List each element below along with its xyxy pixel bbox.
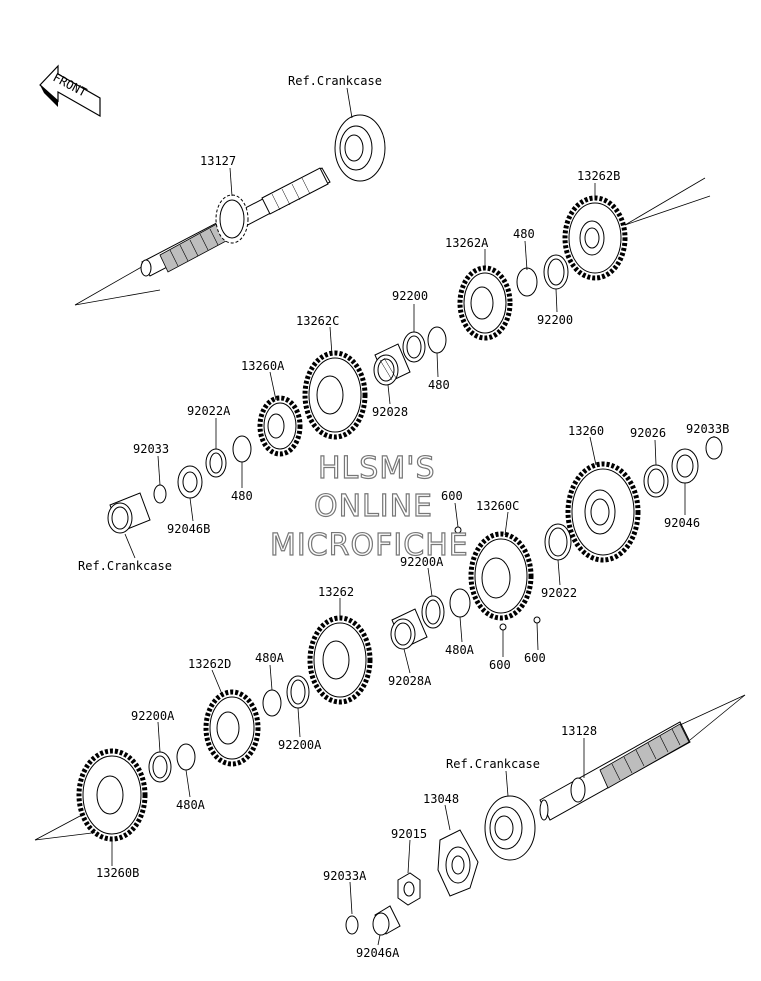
- label-480A-c[interactable]: 480A: [176, 798, 206, 812]
- label-92046B[interactable]: 92046B: [167, 522, 210, 536]
- gear-13260A: [257, 395, 303, 457]
- bearing-ref-crankcase-low: [484, 795, 536, 861]
- label-600-c[interactable]: 600: [524, 651, 546, 665]
- label-92015[interactable]: 92015: [391, 827, 427, 841]
- label-92033[interactable]: 92033: [133, 442, 169, 456]
- label-480-c[interactable]: 480: [231, 489, 253, 503]
- sprocket-13048: [437, 829, 479, 897]
- label-92033B[interactable]: 92033B: [686, 422, 729, 436]
- label-13260A[interactable]: 13260A: [241, 359, 285, 373]
- ball-600-c: [533, 616, 541, 624]
- label-92022A[interactable]: 92022A: [187, 404, 231, 418]
- gear-13262A: [457, 265, 513, 341]
- label-92200A-low[interactable]: 92200A: [278, 738, 322, 752]
- gear-13260B: [76, 748, 148, 842]
- watermark-line-3: MICROFICHE: [270, 528, 469, 563]
- watermark-line-1: HLSM'S: [318, 451, 436, 486]
- circlip-480A-a: [449, 588, 471, 618]
- washer-92200-right: [543, 254, 569, 290]
- washer-92200A-mid: [421, 595, 445, 629]
- watermark: HLSM'S ONLINE MICROFICHE: [269, 450, 469, 563]
- label-92200-right[interactable]: 92200: [537, 313, 573, 327]
- label-13260C[interactable]: 13260C: [476, 499, 519, 513]
- label-13262D[interactable]: 13262D: [188, 657, 231, 671]
- circlip-480-b: [427, 326, 447, 354]
- label-480A-a[interactable]: 480A: [445, 643, 475, 657]
- label-92200A-left[interactable]: 92200A: [131, 709, 175, 723]
- bearing-92028: [373, 343, 411, 386]
- bearing-ref-crankcase-mid: [107, 492, 151, 534]
- part-labels: Ref.Crankcase 13127 13262B 480 13262A 92…: [78, 74, 729, 960]
- label-92046[interactable]: 92046: [664, 516, 700, 530]
- bearing-92046A: [372, 905, 401, 936]
- circlip-92033A: [345, 915, 359, 935]
- shaft-13127: [74, 167, 331, 306]
- washer-92022A: [205, 448, 227, 478]
- label-92022[interactable]: 92022: [541, 586, 577, 600]
- label-13262C[interactable]: 13262C: [296, 314, 339, 328]
- gear-13260C: [468, 531, 534, 621]
- bearing-92046B: [177, 465, 203, 499]
- label-13128[interactable]: 13128: [561, 724, 597, 738]
- washer-92026: [643, 464, 669, 498]
- label-13262[interactable]: 13262: [318, 585, 354, 599]
- watermark-line-2: ONLINE: [314, 489, 433, 524]
- gear-13262D: [203, 689, 261, 767]
- washer-92200A-low: [286, 675, 310, 709]
- circlip-480-a: [516, 267, 538, 297]
- label-ref-crankcase-low[interactable]: Ref.Crankcase: [446, 757, 540, 771]
- nut-92015: [397, 872, 421, 906]
- label-600-a[interactable]: 600: [441, 489, 463, 503]
- label-600-b[interactable]: 600: [489, 658, 511, 672]
- label-13262B[interactable]: 13262B: [577, 169, 620, 183]
- label-480A-b[interactable]: 480A: [255, 651, 285, 665]
- label-480-a[interactable]: 480: [513, 227, 535, 241]
- label-92046A[interactable]: 92046A: [356, 946, 400, 960]
- leader-lines: [111, 87, 715, 946]
- gear-13262B: [562, 195, 628, 281]
- circlip-480-c: [232, 435, 252, 463]
- gear-13262: [307, 615, 373, 705]
- label-92200-top[interactable]: 92200: [392, 289, 428, 303]
- front-arrow-icon: FRONT: [39, 64, 101, 118]
- bearing-92046: [671, 448, 699, 484]
- bearing-ref-crankcase-top: [334, 114, 386, 182]
- circlip-480A-c: [176, 743, 196, 771]
- washer-92200A-left: [148, 751, 172, 783]
- washer-92022: [544, 523, 572, 561]
- shaft-13128: [539, 694, 746, 821]
- label-13048[interactable]: 13048: [423, 792, 459, 806]
- label-ref-crankcase-top[interactable]: Ref.Crankcase: [288, 74, 382, 88]
- bearing-92028A: [390, 608, 428, 650]
- label-13127[interactable]: 13127: [200, 154, 236, 168]
- label-13260[interactable]: 13260: [568, 424, 604, 438]
- label-92033A[interactable]: 92033A: [323, 869, 367, 883]
- circlip-92033: [153, 484, 167, 504]
- label-480-b[interactable]: 480: [428, 378, 450, 392]
- label-92026[interactable]: 92026: [630, 426, 666, 440]
- label-13262A[interactable]: 13262A: [445, 236, 489, 250]
- label-13260B[interactable]: 13260B: [96, 866, 139, 880]
- washer-92200-top: [402, 331, 426, 363]
- circlip-92033B: [705, 436, 723, 460]
- gear-13260: [565, 461, 641, 563]
- ball-600-b: [499, 623, 507, 631]
- label-92200A-mid[interactable]: 92200A: [400, 555, 444, 569]
- gear-13262C: [302, 350, 368, 440]
- label-92028[interactable]: 92028: [372, 405, 408, 419]
- label-ref-crankcase-mid[interactable]: Ref.Crankcase: [78, 559, 172, 573]
- label-92028A[interactable]: 92028A: [388, 674, 432, 688]
- circlip-480A-b: [262, 689, 282, 717]
